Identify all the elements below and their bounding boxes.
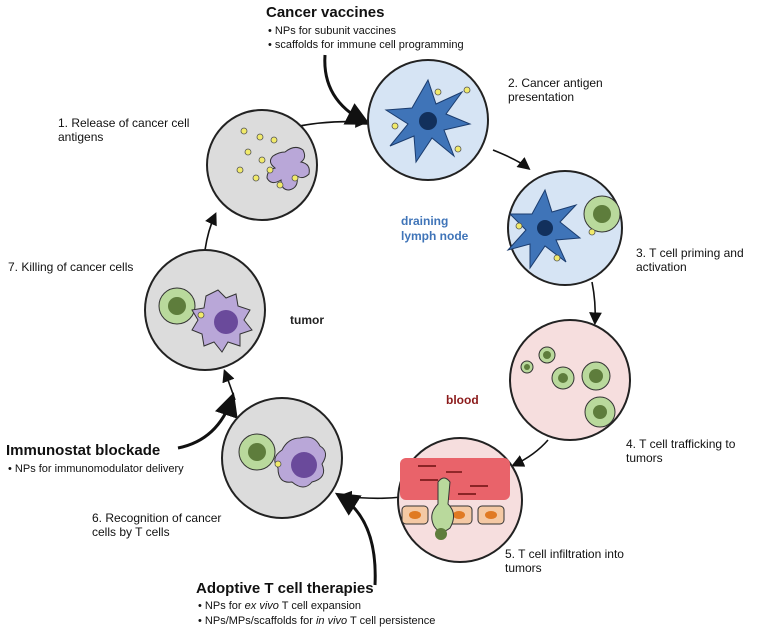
adoptive-bullet-2-pre: • NPs/MPs/scaffolds for — [198, 615, 316, 627]
blockade-arrow — [177, 392, 238, 450]
arrow-7-to-1 — [204, 212, 217, 251]
circle-t-cell-priming — [506, 170, 623, 286]
therapy-arrows — [177, 54, 377, 586]
step-5-label: 5. T cell infiltration into tumors — [505, 547, 624, 575]
step-6-label: 6. Recognition of cancer cells by T cell… — [92, 511, 222, 539]
circle-killing — [144, 249, 266, 371]
arrow-2-to-3 — [492, 149, 531, 170]
arrow-5-to-6 — [338, 490, 403, 504]
cancer-vaccines-bullet-1: • NPs for subunit vaccines — [268, 25, 396, 37]
adoptive-arrow — [334, 492, 377, 586]
arrow-6-to-7 — [222, 369, 236, 401]
cancer-vaccines-bullet-2: • scaffolds for immune cell programming — [268, 39, 464, 51]
step-1-label: 1. Release of cancer cell antigens — [58, 116, 190, 144]
lymph-node-label: draining lymph node — [401, 214, 469, 243]
circle-recognition — [221, 397, 343, 519]
cancer-vaccines-title: Cancer vaccines — [266, 4, 385, 21]
adoptive-therapies-title: Adoptive T cell therapies — [196, 580, 374, 597]
blood-label: blood — [446, 393, 479, 407]
step-3-label: 3. T cell priming and activation — [636, 246, 744, 274]
adoptive-bullet-1-italic: ex vivo — [244, 600, 279, 612]
tumor-label: tumor — [290, 313, 324, 327]
vaccines-arrow — [323, 54, 371, 125]
blood-vessel — [400, 458, 510, 500]
tumor-cell-fragment — [266, 146, 310, 191]
step-2-label: 2. Cancer antigen presentation — [508, 76, 603, 104]
step-4-label: 4. T cell trafficking to tumors — [626, 437, 736, 465]
immunostat-blockade-title: Immunostat blockade — [6, 442, 161, 459]
adoptive-therapies-bullet-1: • NPs for ex vivo T cell expansion — [198, 599, 458, 613]
adoptive-bullet-2-italic: in vivo — [315, 615, 348, 627]
circle-antigen-release — [206, 109, 318, 221]
adoptive-bullet-1-post: T cell expansion — [278, 600, 362, 612]
circle-t-cell-trafficking — [509, 319, 631, 441]
circle-antigen-presentation — [367, 59, 489, 181]
adoptive-bullet-2-post: T cell persistence — [347, 615, 436, 627]
adoptive-therapies-bullet-2: • NPs/MPs/scaffolds for in vivo T cell p… — [198, 614, 488, 628]
arrow-4-to-5 — [511, 439, 549, 467]
step-7-label: 7. Killing of cancer cells — [8, 260, 134, 274]
arrow-3-to-4 — [589, 281, 602, 326]
immunostat-blockade-bullet-1: • NPs for immunomodulator delivery — [8, 463, 184, 475]
circle-t-cell-infiltration — [397, 437, 523, 563]
adoptive-bullet-1-pre: • NPs for — [198, 600, 245, 612]
t-cell — [431, 477, 454, 532]
